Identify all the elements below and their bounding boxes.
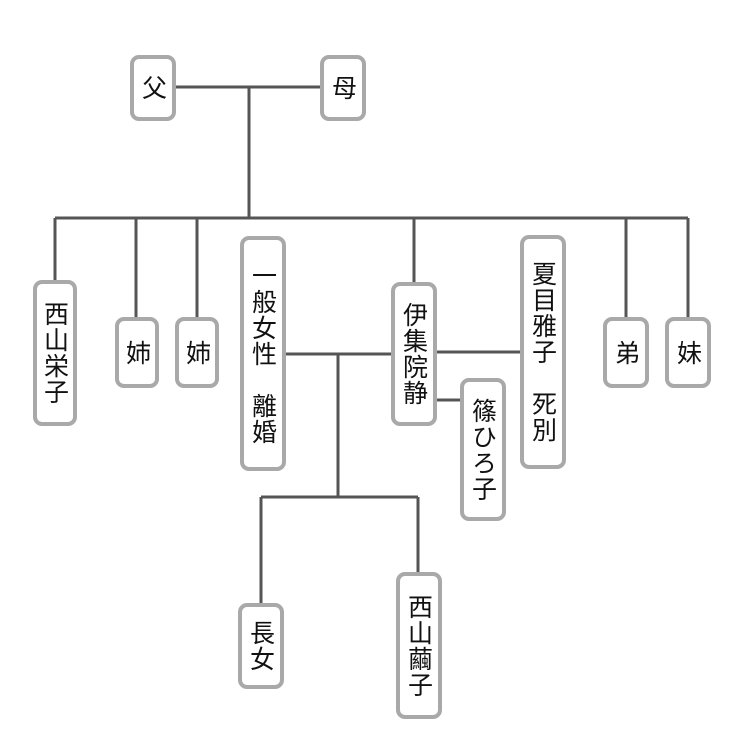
person-sister-1: 姉 xyxy=(115,317,159,388)
person-wife-3: 篠ひろ子 xyxy=(460,378,506,521)
person-self: 伊集院静 xyxy=(391,282,437,426)
person-name: 西山栄子 xyxy=(40,301,70,405)
person-younger-sister: 妹 xyxy=(665,317,711,388)
person-name: 母 xyxy=(328,75,358,101)
person-daughter-1: 長女 xyxy=(238,603,284,689)
person-name: 篠ひろ子 xyxy=(468,397,498,502)
person-wife-1: 一般女性 離婚 xyxy=(240,236,286,471)
person-wife-2: 夏目雅子 死別 xyxy=(520,235,566,469)
person-name: 西山繭子 xyxy=(404,593,434,698)
person-name: 姉 xyxy=(122,339,152,366)
person-father: 父 xyxy=(130,55,176,121)
person-sister-eldest: 西山栄子 xyxy=(33,280,77,426)
person-name: 弟 xyxy=(611,339,641,366)
person-mother: 母 xyxy=(320,55,366,121)
person-name: 夏目雅子 死別 xyxy=(528,261,558,443)
person-brother: 弟 xyxy=(603,317,649,388)
person-name: 父 xyxy=(138,75,168,101)
person-name: 一般女性 離婚 xyxy=(248,262,278,445)
person-name: 姉 xyxy=(182,339,212,366)
person-name: 妹 xyxy=(673,339,703,366)
person-name: 伊集院静 xyxy=(399,302,429,406)
person-name: 長女 xyxy=(246,620,276,672)
person-daughter-2: 西山繭子 xyxy=(396,572,442,719)
person-sister-2: 姉 xyxy=(175,317,219,388)
